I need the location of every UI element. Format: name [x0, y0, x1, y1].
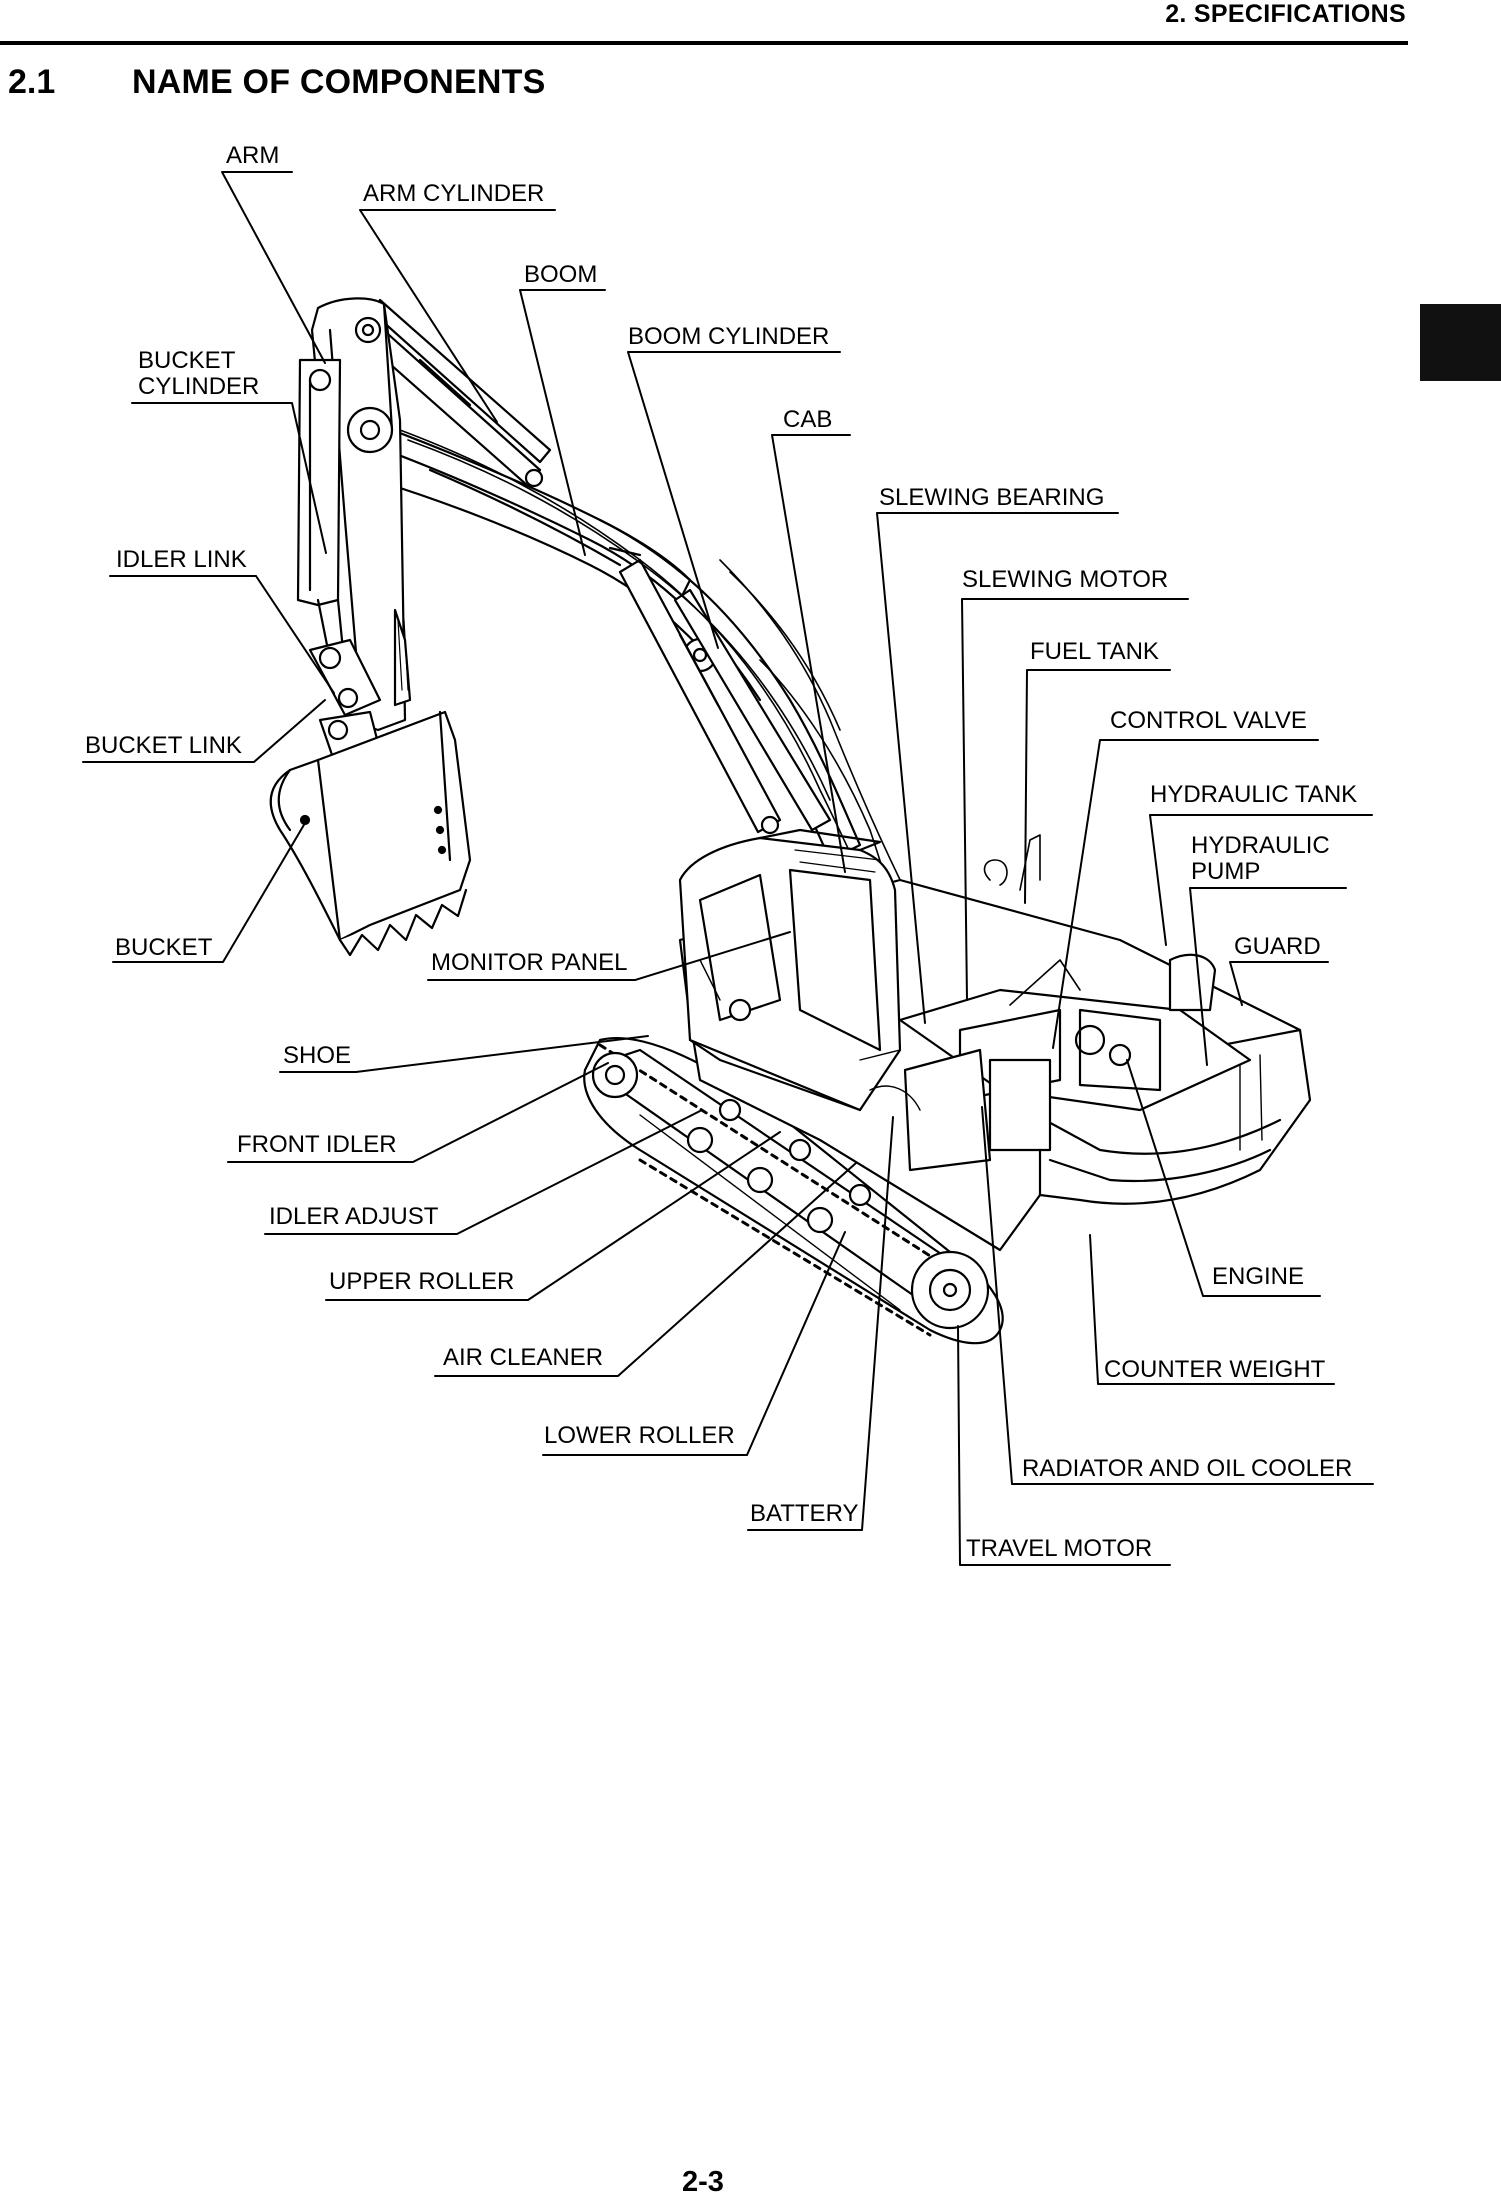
control-valve-leader	[1052, 739, 1319, 1049]
label-air-cleaner: AIR CLEANER	[443, 1344, 604, 1371]
label-bucket: BUCKET	[115, 934, 213, 961]
bucket-drawing	[269, 710, 472, 957]
section-number: 2.1	[8, 63, 56, 101]
boom-cylinder-drawing	[618, 558, 832, 835]
label-idler-adjust: IDLER ADJUST	[269, 1203, 439, 1230]
label-hydraulic-pump-line1: HYDRAULIC	[1191, 832, 1330, 859]
travel-motor-leader	[957, 1325, 1171, 1566]
label-idler-link: IDLER LINK	[116, 546, 247, 573]
header-rule	[0, 41, 1408, 45]
lower-roller-leader	[542, 1231, 846, 1456]
label-upper-roller: UPPER ROLLER	[329, 1268, 515, 1295]
label-bucket-cylinder-line2: CYLINDER	[138, 373, 260, 400]
upper-roller-leader	[325, 1131, 781, 1301]
label-hydraulic-pump-line2: PUMP	[1191, 858, 1261, 885]
front-idler-leader	[227, 1062, 609, 1163]
section-title: NAME OF COMPONENTS	[132, 63, 546, 101]
label-shoe: SHOE	[283, 1042, 352, 1069]
battery-leader	[747, 1116, 894, 1531]
cab-leader	[771, 434, 851, 873]
label-bucket-link: BUCKET LINK	[85, 732, 242, 759]
label-front-idler: FRONT IDLER	[237, 1131, 397, 1158]
label-guard: GUARD	[1234, 933, 1321, 960]
arm-leader	[221, 171, 326, 364]
bucket-leader	[112, 817, 309, 963]
label-bucket-cylinder-line1: BUCKET	[138, 347, 236, 374]
label-slewing-bearing: SLEWING BEARING	[879, 484, 1105, 511]
label-hydraulic-tank: HYDRAULIC TANK	[1150, 781, 1358, 808]
label-fuel-tank: FUEL TANK	[1030, 638, 1159, 665]
idler-adjust-leader	[264, 1109, 703, 1235]
arm-cylinder-leader	[359, 209, 556, 423]
label-travel-motor: TRAVEL MOTOR	[966, 1535, 1153, 1562]
counter-weight-leader	[1089, 1234, 1335, 1385]
boom-cylinder-leader	[627, 351, 841, 649]
excavator-illustration	[269, 297, 1312, 1345]
leader-lines	[82, 171, 1374, 1566]
label-control-valve: CONTROL VALVE	[1110, 707, 1307, 734]
undercarriage-drawing	[583, 1036, 1004, 1345]
slewing-motor-leader	[961, 598, 1189, 1001]
shoe-leader	[279, 1035, 649, 1073]
bucket-link-leader	[82, 699, 326, 763]
radiator-oil-cooler-leader	[981, 1106, 1374, 1485]
cab-drawing	[678, 828, 902, 1112]
boom-leader	[519, 289, 606, 556]
air-cleaner-leader	[434, 1162, 857, 1377]
label-battery: BATTERY	[750, 1500, 859, 1527]
engine-compartment-drawing	[859, 834, 1252, 1172]
label-engine: ENGINE	[1212, 1263, 1305, 1290]
label-arm-cylinder: ARM CYLINDER	[363, 180, 545, 207]
guard-leader	[1229, 961, 1329, 1006]
chapter-header: 2. SPECIFICATIONS	[1165, 0, 1406, 28]
page-number: 2-3	[682, 2166, 724, 2198]
label-slewing-motor: SLEWING MOTOR	[962, 566, 1169, 593]
label-boom: BOOM	[524, 261, 598, 288]
chapter-thumb-tab	[1420, 304, 1501, 381]
label-cab: CAB	[783, 406, 833, 433]
hydraulic-pump-leader	[1189, 887, 1347, 1066]
label-boom-cylinder: BOOM CYLINDER	[628, 323, 830, 350]
label-lower-roller: LOWER ROLLER	[544, 1422, 735, 1449]
bucket-cylinder-leader	[131, 402, 327, 554]
fuel-tank-leader	[1024, 669, 1171, 904]
idler-link-leader	[109, 575, 335, 694]
label-arm: ARM	[226, 142, 280, 169]
monitor-panel-leader	[427, 931, 791, 981]
slewing-bearing-leader	[876, 512, 1119, 1024]
label-monitor-panel: MONITOR PANEL	[431, 949, 628, 976]
label-radiator-oil-cooler: RADIATOR AND OIL COOLER	[1022, 1455, 1353, 1482]
bucket-cylinder-drawing	[296, 358, 342, 662]
hydraulic-tank-leader	[1149, 814, 1373, 946]
engine-leader	[1126, 1059, 1321, 1297]
label-counter-weight: COUNTER WEIGHT	[1104, 1356, 1326, 1383]
